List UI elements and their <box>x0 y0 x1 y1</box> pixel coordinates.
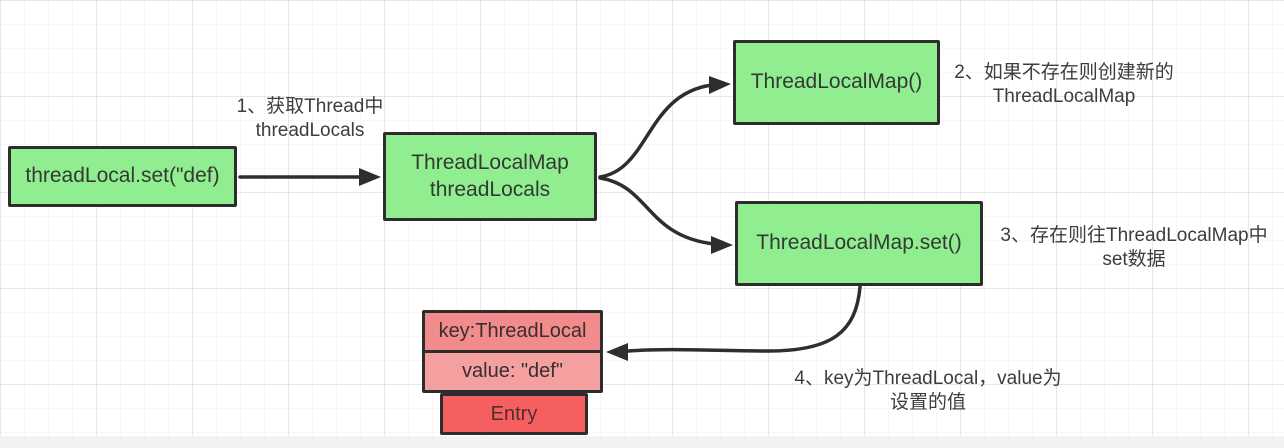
entry-key-text: key:ThreadLocal <box>438 320 587 342</box>
node-threadlocalmap-line2: threadLocals <box>429 177 551 201</box>
annotation-step1: 1、获取Thread中 threadLocals <box>222 95 398 144</box>
arrow-map-to-set-arrowhead <box>711 236 733 254</box>
annotation-step3-line1: 3、存在则往ThreadLocalMap中 <box>1000 225 1268 246</box>
arrow-set-to-entry <box>606 285 862 361</box>
arrow-set-to-map <box>238 168 381 186</box>
annotation-step1-line2: threadLocals <box>255 120 365 142</box>
arrow-map-to-set <box>598 176 733 254</box>
annotation-step2-line2: ThreadLocalMap <box>992 86 1136 108</box>
annotation-step4-line1: 4、key为ThreadLocal，value为 <box>794 368 1062 389</box>
arrow-map-to-new-arrowhead <box>709 76 731 94</box>
node-threadlocal-set-label: threadLocal.set("def) <box>25 164 220 188</box>
node-threadlocalmap-set-label: ThreadLocalMap.set() <box>756 231 962 255</box>
entry-value-cell: value: "def" <box>422 350 603 393</box>
arrow-set-to-entry-arrowhead <box>606 343 628 361</box>
node-threadlocalmap-threadlocals: ThreadLocalMap threadLocals <box>383 132 597 221</box>
annotation-step3-line2: set数据 <box>1102 249 1166 271</box>
entry-key-cell: key:ThreadLocal <box>422 310 603 353</box>
annotation-step2-line1: 2、如果不存在则创建新的 <box>954 62 1174 83</box>
annotation-step3: 3、存在则往ThreadLocalMap中 set数据 <box>986 224 1282 273</box>
node-threadlocal-set: threadLocal.set("def) <box>8 146 237 207</box>
entry-label-text: Entry <box>490 402 538 425</box>
entry-value-text: value: "def" <box>462 360 563 382</box>
node-threadlocalmap-line1: ThreadLocalMap <box>411 151 569 175</box>
node-threadlocalmap-set: ThreadLocalMap.set() <box>735 201 983 286</box>
annotation-step2: 2、如果不存在则创建新的 ThreadLocalMap <box>944 61 1184 110</box>
annotation-step1-line1: 1、获取Thread中 <box>236 96 384 117</box>
annotation-step4-line2: 设置的值 <box>889 392 966 414</box>
annotation-step4: 4、key为ThreadLocal，value为 设置的值 <box>782 367 1074 416</box>
entry-label-box: Entry <box>440 393 588 435</box>
arrow-set-to-map-arrowhead <box>359 168 381 186</box>
bottom-band <box>0 436 1284 448</box>
arrow-map-to-new <box>598 76 731 179</box>
node-threadlocalmap-new-label: ThreadLocalMap() <box>750 70 923 94</box>
node-threadlocalmap-new: ThreadLocalMap() <box>733 40 940 125</box>
